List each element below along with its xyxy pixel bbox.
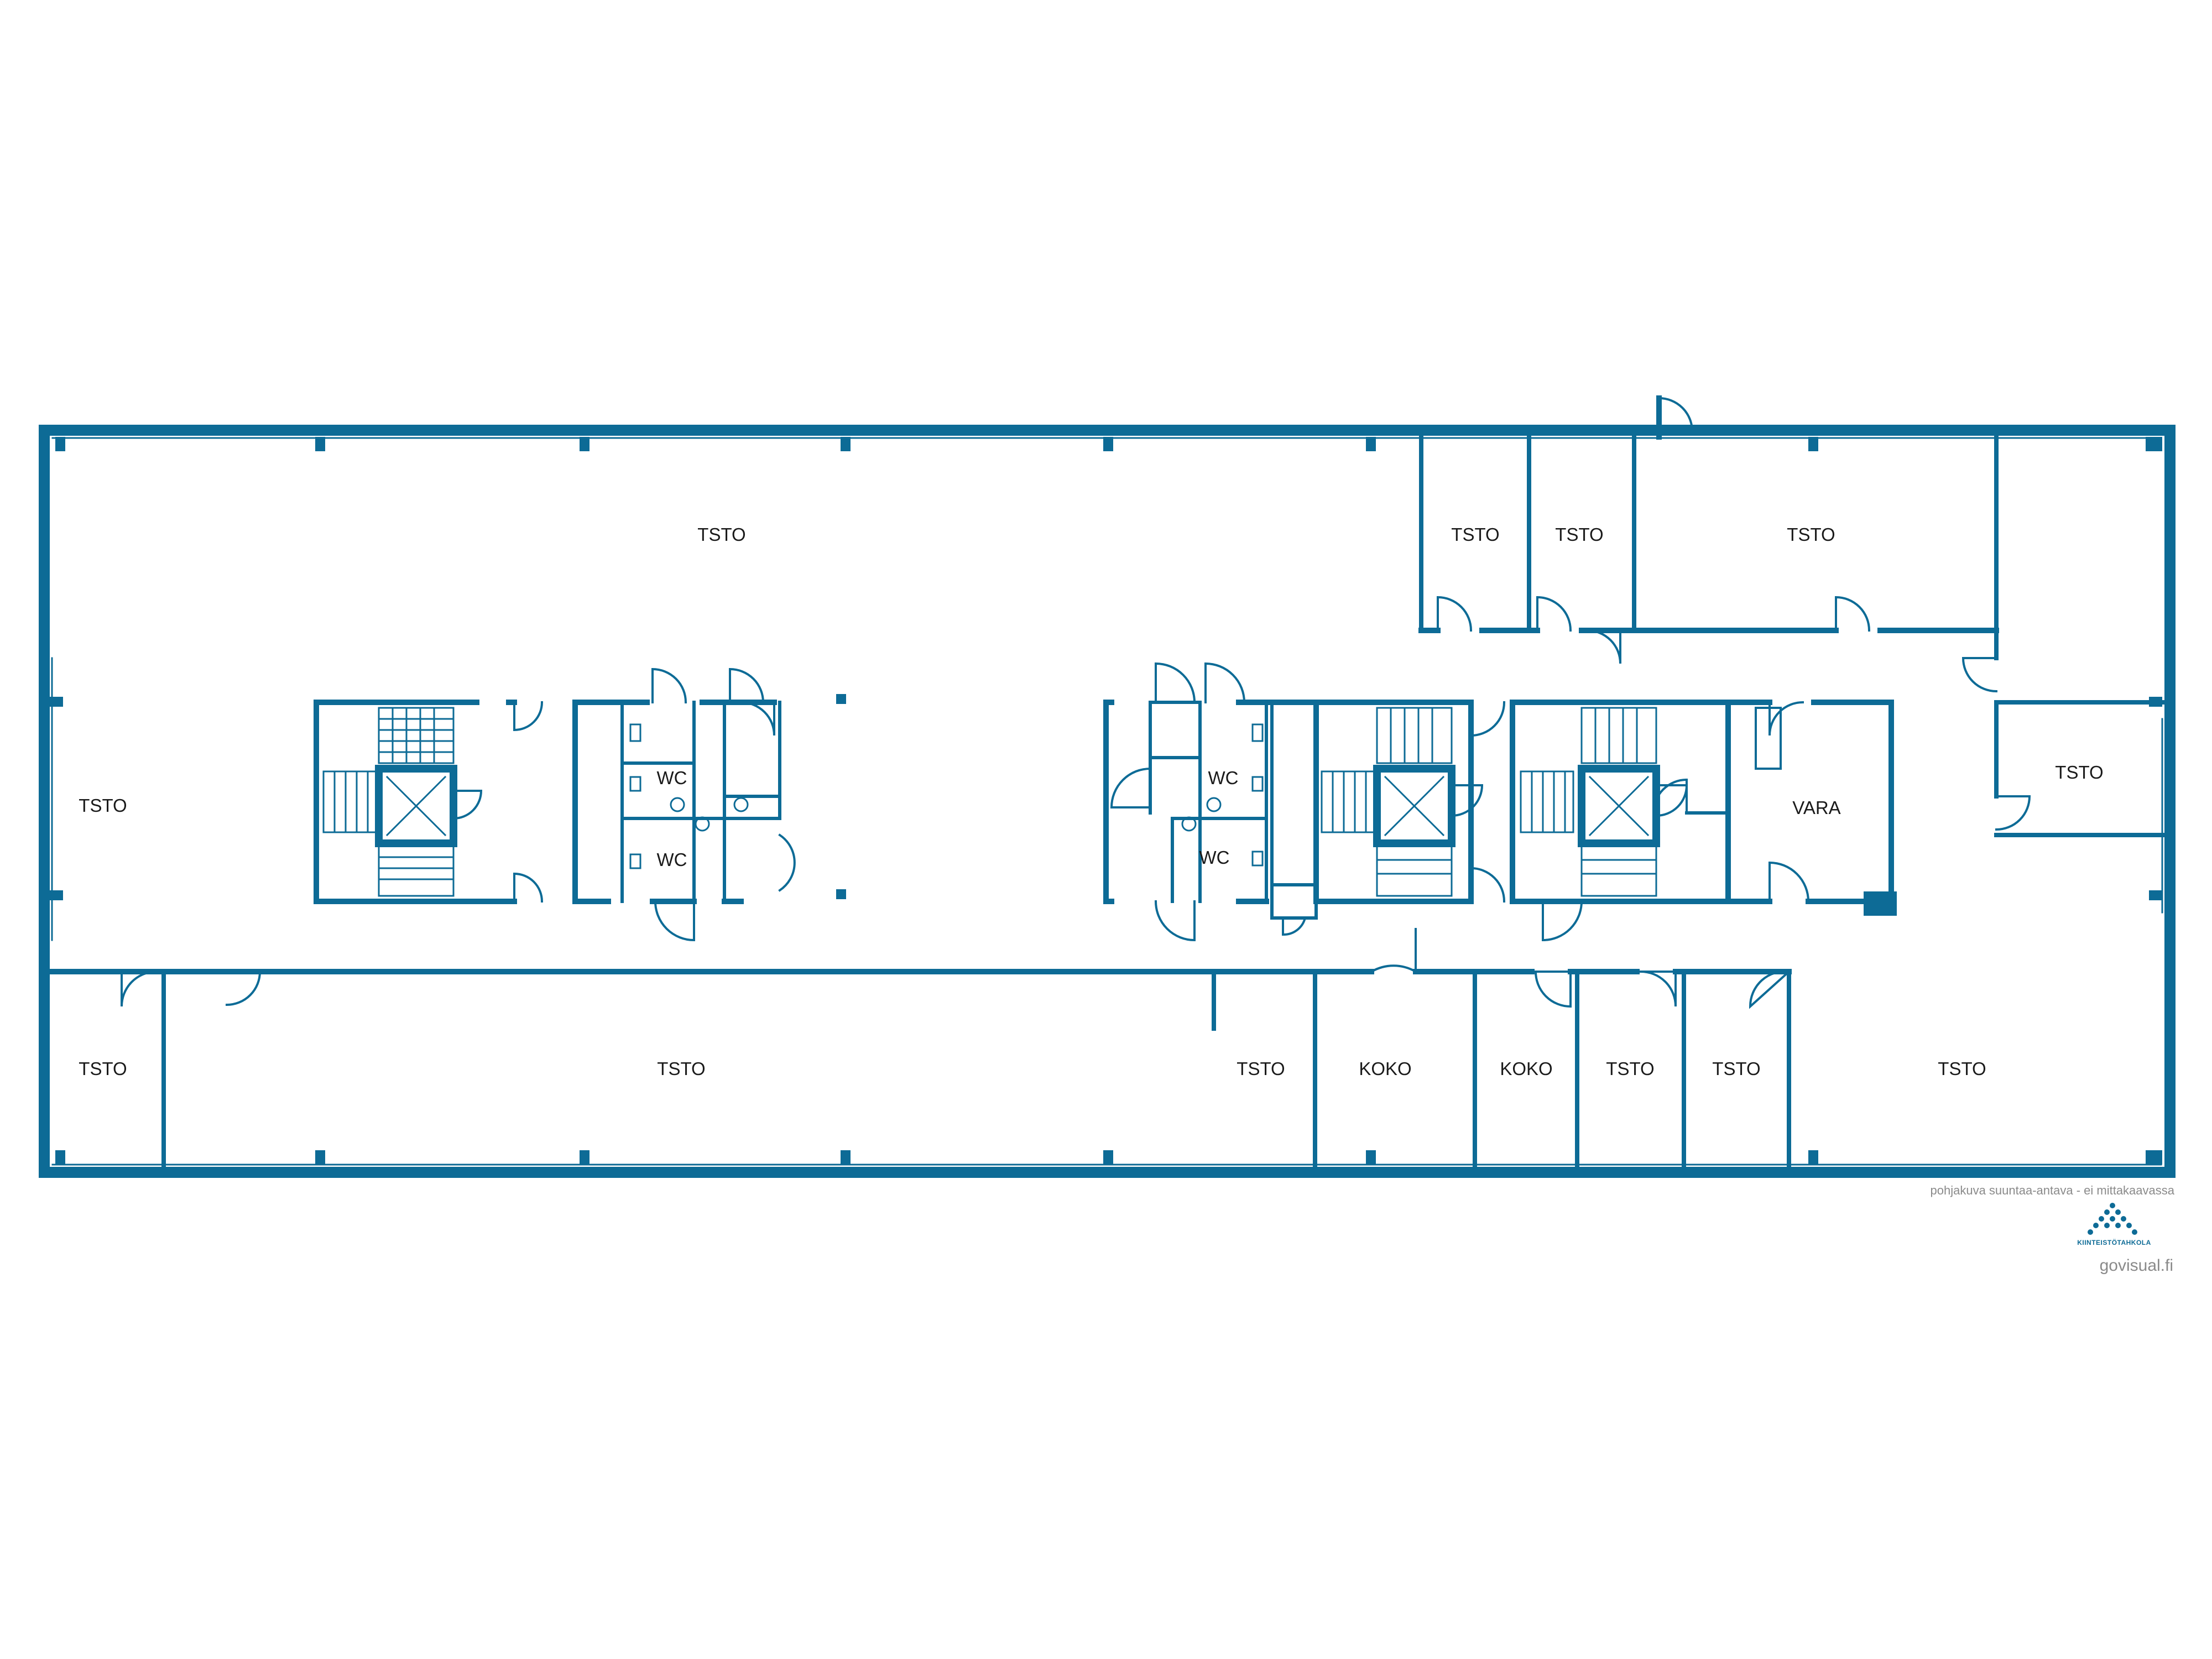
room-label-tsto-n3: TSTO <box>1787 524 1835 545</box>
room-label-tsto-se: TSTO <box>1938 1058 1986 1079</box>
room-label-tsto-n1: TSTO <box>1451 524 1499 545</box>
room-label-wc-3: WC <box>1208 768 1239 788</box>
central-wc-block <box>1103 662 1319 942</box>
door-swings <box>121 395 2031 1009</box>
room-label-tsto-s2: TSTO <box>1712 1058 1760 1079</box>
room-label-tsto-west: TSTO <box>79 795 127 816</box>
room-label-tsto-sw: TSTO <box>79 1058 127 1079</box>
room-label-tsto-south-mid: TSTO <box>1237 1058 1285 1079</box>
west-wc-block <box>572 667 796 942</box>
room-label-tsto-s1: TSTO <box>1606 1058 1654 1079</box>
interior-walls <box>47 435 2164 1169</box>
brand-logo-icon <box>2088 1203 2137 1235</box>
room-label-vara: VARA <box>1792 797 1840 818</box>
west-stair-core <box>314 700 544 904</box>
vara-room <box>1652 700 1894 910</box>
room-label-tsto-n2: TSTO <box>1555 524 1603 545</box>
room-label-wc-4: WC <box>1199 847 1230 868</box>
room-labels: TSTO TSTO TSTO TSTO TSTO KOKO KOKO TSTO … <box>79 524 2103 1079</box>
brand-name: KIINTEISTÖTAHKOLA <box>2077 1239 2151 1246</box>
room-label-koko-2: KOKO <box>1500 1058 1552 1079</box>
room-label-tsto-east: TSTO <box>2055 762 2103 782</box>
east-stair-core-2 <box>1510 629 1731 942</box>
room-label-koko-1: KOKO <box>1359 1058 1411 1079</box>
disclaimer-note: pohjakuva suuntaa-antava - ei mittakaava… <box>1930 1183 2174 1197</box>
room-label-wc-2: WC <box>657 849 687 870</box>
room-label-tsto-main: TSTO <box>697 524 745 545</box>
room-label-wc-1: WC <box>657 768 687 788</box>
website-link[interactable]: govisual.fi <box>2099 1256 2173 1275</box>
room-label-tsto-south-long: TSTO <box>657 1058 705 1079</box>
east-stair-core-1 <box>1313 700 1506 904</box>
